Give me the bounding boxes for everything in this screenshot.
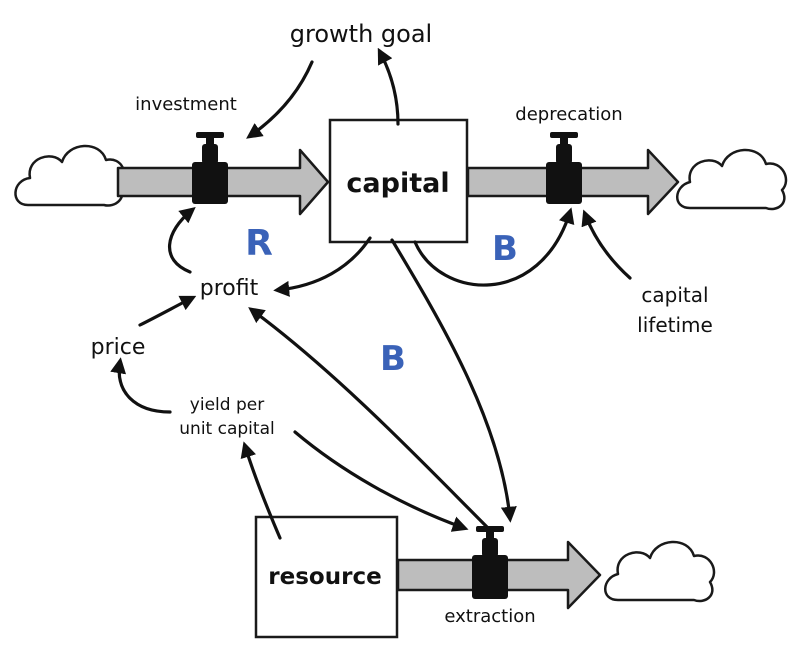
growth-goal-to-investment-arrow bbox=[246, 60, 314, 139]
capital-stock bbox=[328, 118, 469, 244]
capital-to-growth-goal-arrow bbox=[377, 47, 400, 126]
yield-label-line2: unit capital bbox=[179, 419, 274, 439]
causal-links bbox=[110, 47, 632, 540]
extraction-label: extraction bbox=[444, 606, 535, 627]
depreciation-label: deprecation bbox=[515, 104, 622, 125]
lifetime-to-depreciation-arrow bbox=[581, 209, 632, 280]
extraction-to-profit-arrow bbox=[248, 307, 490, 530]
price-to-profit-arrow bbox=[138, 295, 197, 327]
capital-lifetime-label-line1: capital bbox=[641, 283, 708, 307]
investment-label: investment bbox=[135, 94, 237, 115]
resource-to-yield-arrow bbox=[240, 441, 282, 540]
cloud-icon bbox=[14, 144, 126, 207]
yield-to-extraction-arrow bbox=[293, 430, 469, 532]
yield-label-line1: yield per bbox=[190, 395, 264, 415]
valve-icon bbox=[472, 526, 508, 599]
profit-label: profit bbox=[200, 276, 259, 301]
capital-to-extraction-arrow bbox=[390, 238, 517, 523]
capital-to-profit-arrow bbox=[273, 236, 372, 297]
growth-goal-label: growth goal bbox=[290, 20, 432, 48]
reinforcing-loop-label: R bbox=[245, 223, 273, 264]
capital-to-depreciation-arrow bbox=[413, 207, 575, 287]
price-label: price bbox=[91, 335, 146, 360]
yield-to-price-arrow bbox=[110, 357, 172, 414]
capital-label: capital bbox=[346, 168, 449, 199]
cloud-icon bbox=[676, 148, 788, 211]
profit-to-investment-arrow bbox=[168, 206, 196, 274]
resource-label: resource bbox=[268, 564, 381, 590]
capital-lifetime-label-line2: lifetime bbox=[637, 313, 713, 337]
valve-icon bbox=[192, 132, 228, 204]
balancing-loop-label-top: B bbox=[492, 229, 518, 269]
balancing-loop-label-middle: B bbox=[380, 339, 406, 379]
cloud-icon bbox=[604, 540, 716, 603]
valve-icon bbox=[546, 132, 582, 204]
